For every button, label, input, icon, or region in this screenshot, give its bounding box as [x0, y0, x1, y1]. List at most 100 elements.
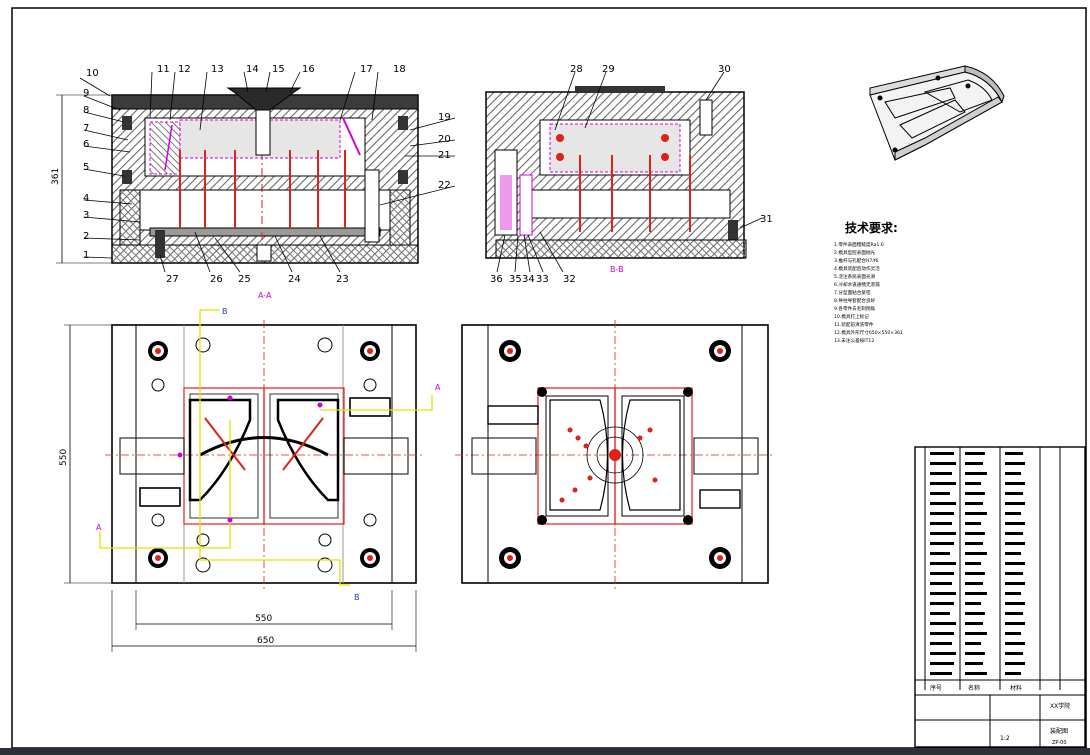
- status-bar: [0, 748, 1090, 755]
- part-outline: [276, 398, 340, 502]
- guide-pin: [122, 170, 132, 184]
- part-number: 28: [570, 64, 583, 75]
- tech-notes: 1.零件表面粗糙度Ra1.6 2.模具型腔表面抛光 3.推杆与孔配合H7/f6 …: [834, 241, 903, 344]
- plan-view-left: B B A A: [96, 307, 441, 602]
- angled-pin: [164, 124, 173, 171]
- part-number: 16: [302, 64, 315, 75]
- guide-bushing: [519, 174, 533, 236]
- side-block: [349, 397, 391, 417]
- part-number: 36: [490, 274, 503, 285]
- part-number: 10: [86, 68, 99, 79]
- side-slide: [343, 437, 409, 475]
- part-number: 3: [83, 210, 89, 221]
- part-number: 7: [83, 123, 89, 134]
- tech-line: 11.装配前清洗零件: [834, 321, 874, 328]
- knockout-hole: [256, 244, 272, 262]
- section-marker: A: [435, 383, 441, 392]
- bom-rows: [930, 452, 1025, 675]
- title-drawing-no: ZP-00: [1052, 740, 1067, 746]
- return-pin: [364, 169, 380, 243]
- title-part-name: 装配图: [1050, 727, 1068, 735]
- guide-pin: [398, 116, 408, 130]
- plan-view-right: [455, 320, 775, 590]
- part-number: 1: [83, 250, 89, 261]
- cooling-hole: [661, 153, 669, 161]
- part-number: 18: [393, 64, 406, 75]
- tech-line: 12.模具外形尺寸650×550×361: [834, 329, 903, 336]
- guide-holes: [148, 337, 380, 573]
- dim-height-plan: 550: [59, 449, 69, 466]
- tech-line: 7.分型面贴合紧密: [834, 289, 871, 296]
- part-number: 13: [211, 64, 224, 75]
- section-view-right: [485, 86, 747, 259]
- dim-width-outer: 650: [257, 636, 274, 646]
- part-number: 5: [83, 162, 89, 173]
- locating-ring: [575, 86, 665, 93]
- core-right: [549, 123, 681, 173]
- dim-width-inner: 550: [255, 614, 272, 624]
- section-marker: B: [354, 593, 360, 602]
- ejector-space: [139, 189, 391, 231]
- tech-line: 5.浇注系统表面光滑: [834, 273, 876, 280]
- section-label-right: B-B: [610, 265, 624, 274]
- leaders-left: [79, 71, 456, 273]
- tech-line: 13.未注公差按IT12: [834, 337, 874, 344]
- angled-pin: [342, 117, 361, 156]
- ejector-plate: [149, 227, 381, 237]
- bottom-plate-right: [495, 239, 747, 259]
- part-number: 32: [563, 274, 576, 285]
- tech-line: 9.各零件去毛刺倒角: [834, 305, 876, 312]
- cooling-hole: [556, 134, 564, 142]
- guide-pin: [122, 116, 132, 130]
- side-slide: [119, 437, 185, 475]
- title-school: XX学院: [1050, 702, 1070, 710]
- cooling-hole: [556, 153, 564, 161]
- ejector-space-right: [519, 189, 731, 219]
- part-number: 21: [438, 150, 451, 161]
- bom-header: 材料: [1010, 684, 1022, 692]
- guide-pin: [398, 170, 408, 184]
- part-number: 27: [166, 274, 179, 285]
- screw: [728, 220, 738, 240]
- part-number: 29: [602, 64, 615, 75]
- tech-title: 技术要求:: [845, 220, 898, 235]
- tech-line: 3.推杆与孔配合H7/f6: [834, 257, 878, 264]
- part-number: 12: [178, 64, 191, 75]
- spacer-right: [389, 189, 411, 246]
- part-number: 8: [83, 105, 89, 116]
- spacer-left: [119, 189, 141, 246]
- section-label-left: A-A: [258, 291, 272, 300]
- part-number: 9: [83, 88, 89, 99]
- part-number: 2: [83, 231, 89, 242]
- support-insert: [500, 175, 512, 230]
- bom-table: [914, 446, 1086, 748]
- screw-hole: [699, 99, 713, 136]
- section-view-left: [111, 87, 419, 264]
- part-number: 34: [522, 274, 535, 285]
- part-number: 17: [360, 64, 373, 75]
- part-number: 20: [438, 134, 451, 145]
- part-number: 35: [509, 274, 522, 285]
- section-marker: B: [222, 307, 228, 316]
- title-scale: 1:2: [1000, 735, 1010, 742]
- part-number: 19: [438, 112, 451, 123]
- runner: [199, 436, 329, 457]
- tech-line: 1.零件表面粗糙度Ra1.6: [834, 241, 884, 248]
- leaders-right: [496, 71, 763, 273]
- part-number: 25: [238, 274, 251, 285]
- tech-line: 8.导柱导套配合良好: [834, 297, 876, 304]
- part-number: 14: [246, 64, 259, 75]
- guide-holes-right: [499, 340, 731, 569]
- cooling-line: [199, 310, 350, 586]
- tech-line: 4.模具装配后动作灵活: [834, 265, 880, 272]
- part-number: 4: [83, 193, 89, 204]
- sprue-channel: [255, 109, 271, 156]
- screw: [155, 230, 165, 258]
- tech-line: 10.模具打上标记: [834, 313, 869, 320]
- part-number: 26: [210, 274, 223, 285]
- part-number: 31: [760, 214, 773, 225]
- part-number: 24: [288, 274, 301, 285]
